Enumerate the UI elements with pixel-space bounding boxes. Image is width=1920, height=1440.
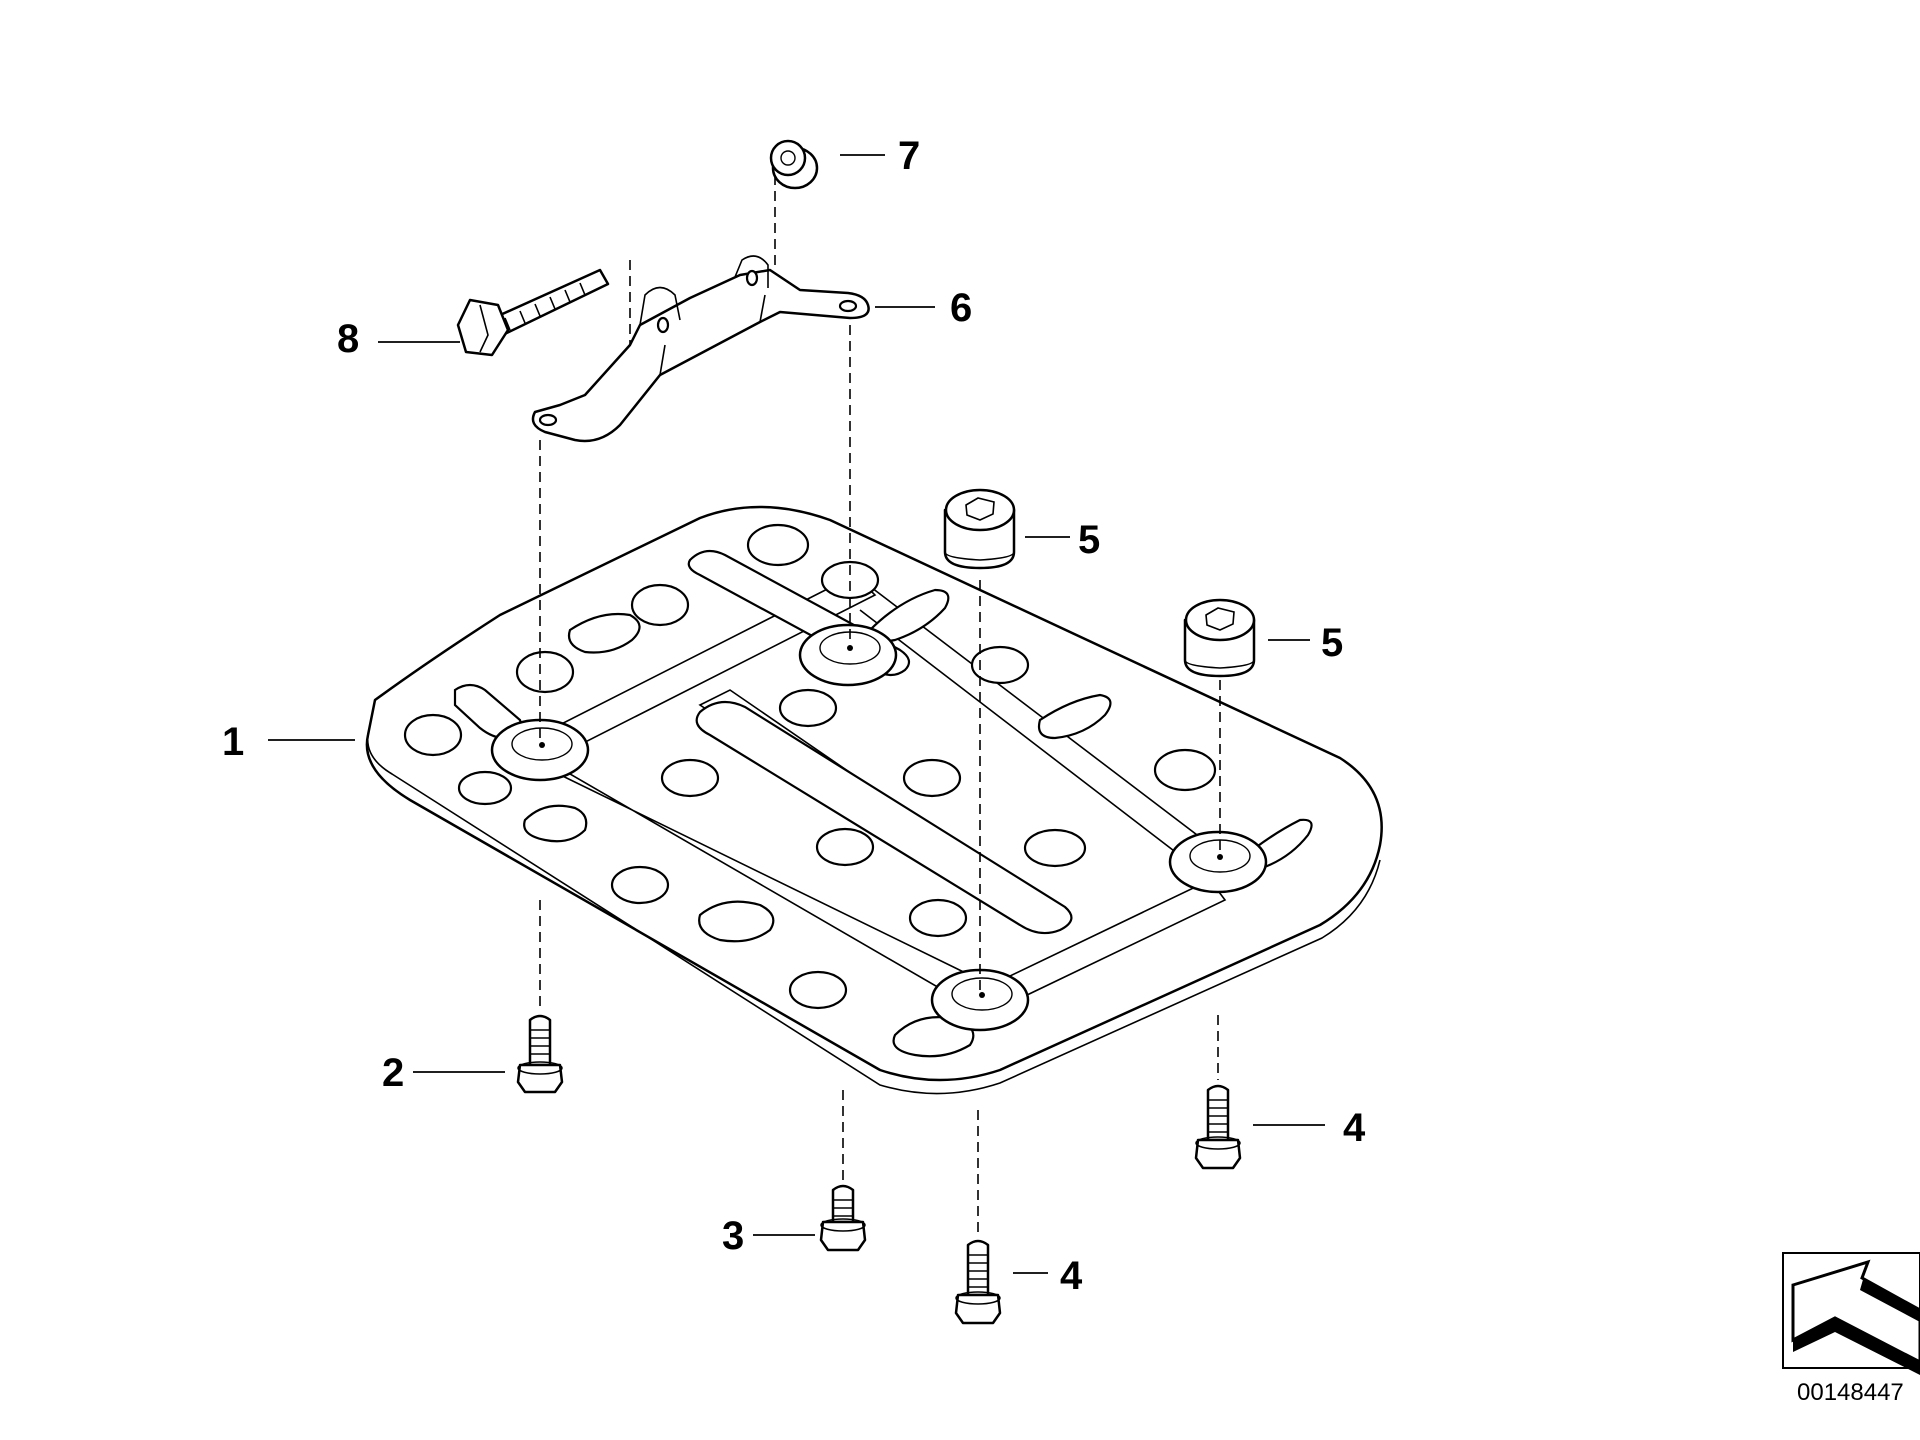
spacer-5-left	[943, 488, 1016, 570]
bolt-8	[456, 268, 610, 357]
base-plate	[365, 505, 1383, 1095]
arrow-direction-icon	[1782, 1252, 1920, 1375]
bolt-2	[516, 1014, 564, 1094]
callout-7: 7	[898, 134, 920, 178]
assembly-lines	[539, 175, 1221, 1235]
callout-2: 2	[382, 1051, 404, 1095]
bolt-4-bottom	[954, 1239, 1002, 1325]
boss-rear-right	[1168, 830, 1268, 894]
bracket	[531, 255, 870, 443]
callout-8: 8	[337, 317, 359, 361]
bolt-4-right	[1194, 1084, 1242, 1170]
nut-7	[769, 139, 819, 190]
callout-5-left: 5	[1078, 518, 1100, 562]
reference-number: 00148447	[1797, 1379, 1904, 1406]
callout-4-bottom: 4	[1060, 1254, 1083, 1298]
callout-4-right: 4	[1343, 1106, 1366, 1150]
callout-3: 3	[722, 1214, 744, 1258]
callout-6: 6	[950, 286, 972, 330]
boss-front-right	[930, 968, 1030, 1032]
bolt-3	[819, 1184, 867, 1252]
leader-lines	[268, 154, 1325, 1274]
callout-5-right: 5	[1321, 621, 1343, 665]
callout-1: 1	[222, 720, 244, 764]
boss-rear-left	[798, 623, 898, 687]
callouts: 1 2 3 4 4 5 5 6 7 8	[222, 134, 1366, 1298]
spacer-5-right	[1183, 598, 1256, 678]
